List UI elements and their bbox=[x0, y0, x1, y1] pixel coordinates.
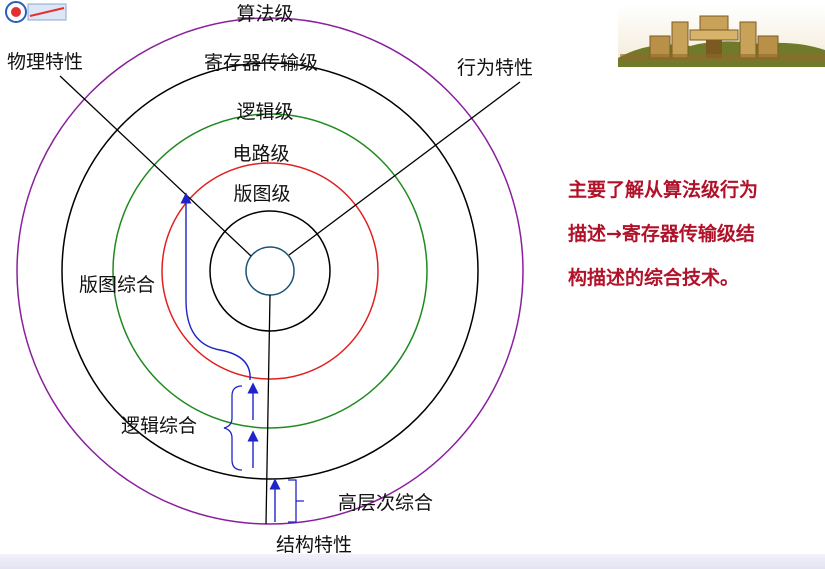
high-level-synthesis-bracket bbox=[288, 479, 304, 523]
circuit-level-label: 电路级 bbox=[232, 143, 289, 165]
algorithm-level-ring bbox=[16, 17, 524, 525]
layout-synthesis-arrow bbox=[180, 192, 251, 381]
summary-note-line-2: 描述→寄存器传输级结 bbox=[568, 223, 755, 245]
slide-footer-bar bbox=[0, 554, 825, 569]
rtl-level-label: 寄存器传输级 bbox=[204, 52, 318, 74]
summary-note-line-3: 构描述的综合技术。 bbox=[568, 267, 740, 289]
physical-axis bbox=[59, 75, 252, 257]
layout-synthesis-label: 版图综合 bbox=[79, 274, 155, 296]
behavior-axis-label: 行为特性 bbox=[457, 57, 533, 79]
structure-axis bbox=[265, 294, 271, 525]
algorithm-level-label: 算法级 bbox=[236, 3, 293, 25]
logic-level-ring bbox=[112, 113, 428, 429]
circuit-level-ring bbox=[161, 162, 379, 380]
high-level-synthesis-label: 高层次综合 bbox=[338, 492, 433, 514]
logic-synthesis-label: 逻辑综合 bbox=[121, 415, 197, 437]
behavior-axis bbox=[288, 81, 521, 256]
university-gate-image bbox=[618, 5, 825, 67]
core-ring bbox=[245, 246, 295, 296]
physical-axis-label: 物理特性 bbox=[7, 51, 83, 73]
summary-note: 主要了解从算法级行为 描述→寄存器传输级结 构描述的综合技术。 bbox=[568, 168, 818, 300]
logo-icon bbox=[5, 1, 67, 23]
summary-note-line-1: 主要了解从算法级行为 bbox=[568, 179, 759, 201]
logic-synthesis-brace bbox=[223, 385, 243, 471]
logic-level-label: 逻辑级 bbox=[236, 101, 293, 123]
layout-level-label: 版图级 bbox=[233, 183, 290, 205]
structure-axis-label: 结构特性 bbox=[276, 534, 352, 556]
